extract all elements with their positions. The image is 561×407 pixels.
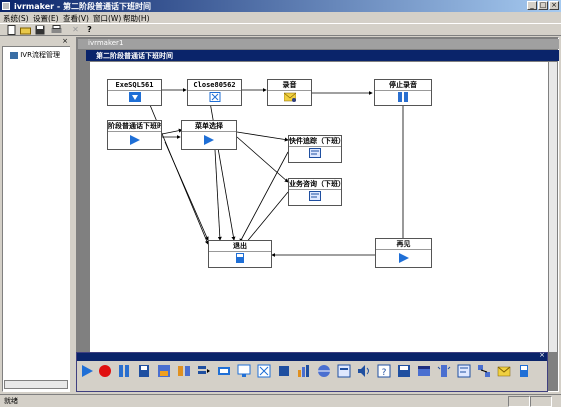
palette-mail-icon[interactable] <box>497 364 511 378</box>
node-record[interactable]: 录音 <box>267 79 312 106</box>
child-window-2-titlebar: 第二阶段普通话下班时间 <box>86 50 559 61</box>
palette-help-icon[interactable]: ? <box>377 364 391 378</box>
maximize-button[interactable]: □ <box>538 1 548 10</box>
node-exit[interactable]: 退出 <box>208 240 272 268</box>
node-bye[interactable]: 再见 <box>375 238 432 268</box>
palette-stop-icon[interactable] <box>117 364 131 378</box>
menu-settings[interactable]: 设置(E) <box>33 14 59 23</box>
node-bye-title: 再见 <box>376 239 431 250</box>
menu-play-icon <box>204 135 214 145</box>
node-business[interactable]: 业务咨询（下班） <box>288 178 342 206</box>
tree-item-ivr[interactable]: IVR流程管理 <box>10 50 70 60</box>
palette-close-icon[interactable]: × <box>539 351 545 359</box>
palette-phone-icon[interactable] <box>437 364 451 378</box>
node-close-title: Close80562 <box>188 80 241 91</box>
node-stop-record[interactable]: 停止录音 <box>374 79 432 106</box>
edge-fast-exit <box>239 151 289 243</box>
node-fast-track-title: 快件追踪（下班） <box>289 137 341 147</box>
child-window-1-titlebar: ivrmaker1 <box>78 39 559 49</box>
node-fast-track[interactable]: 快件追踪（下班） <box>288 135 342 163</box>
palette-dialog-icon[interactable] <box>337 364 351 378</box>
palette-network-icon[interactable] <box>477 364 491 378</box>
edge-biz-exit <box>244 191 289 245</box>
flow-canvas[interactable]: ExeSQL561 Close80562 录音 停止录音 阶段普通话下班时 菜单… <box>88 62 557 352</box>
status-bar: 就绪 <box>0 394 561 407</box>
palette-chart-icon[interactable] <box>297 364 311 378</box>
menu-view[interactable]: 查看(V) <box>63 14 89 23</box>
close-button[interactable]: × <box>549 1 559 10</box>
menu-system[interactable]: 系统(S) <box>3 14 29 23</box>
node-stage-title: 阶段普通话下班时 <box>108 122 161 132</box>
menu-window[interactable]: 窗口(W) <box>93 14 122 23</box>
node-close[interactable]: Close80562 <box>187 79 242 106</box>
palette-record-icon[interactable] <box>98 364 112 378</box>
tree-folder-icon <box>10 51 18 59</box>
child-window-1-title: ivrmaker1 <box>88 39 124 47</box>
tree-panel-header: × <box>2 37 70 47</box>
palette-exit-icon[interactable] <box>137 364 151 378</box>
palette-globe-icon[interactable] <box>317 364 331 378</box>
record-mail-icon <box>283 92 296 102</box>
child-window-2-title: 第二阶段普通话下班时间 <box>96 52 173 60</box>
palette-save-icon[interactable] <box>517 364 531 378</box>
panel-close-icon[interactable]: × <box>62 37 68 45</box>
palette-branch-icon[interactable] <box>177 364 191 378</box>
palette-monitor-icon[interactable] <box>237 364 251 378</box>
node-stage[interactable]: 阶段普通话下班时 <box>107 120 162 150</box>
node-exesql[interactable]: ExeSQL561 <box>107 79 162 106</box>
palette-square-icon[interactable] <box>277 364 291 378</box>
node-business-title: 业务咨询（下班） <box>289 180 341 190</box>
palette-play-icon[interactable] <box>80 364 94 378</box>
node-exesql-title: ExeSQL561 <box>108 80 161 91</box>
bye-play-icon <box>398 253 409 263</box>
edge-menu-exit <box>214 149 222 241</box>
new-file-icon[interactable] <box>6 25 17 35</box>
horizontal-scrollbar[interactable] <box>4 380 68 389</box>
menu-help[interactable]: 帮助(H) <box>123 14 150 23</box>
open-folder-icon[interactable] <box>20 25 31 35</box>
print-icon[interactable] <box>51 25 62 35</box>
node-exit-title: 退出 <box>209 241 271 252</box>
status-panel-2 <box>530 396 552 407</box>
status-panel-1 <box>508 396 530 407</box>
window-title: ivrmaker - 第二阶段普通话下班时间 <box>14 2 152 11</box>
menu-bar: 系统(S) 设置(E) 查看(V) 窗口(W) 帮助(H) <box>0 12 561 23</box>
form-icon <box>309 148 321 158</box>
minimize-button[interactable]: _ <box>527 1 537 10</box>
node-record-title: 录音 <box>268 80 311 91</box>
help-icon[interactable]: ? <box>87 25 92 34</box>
node-stop-record-title: 停止录音 <box>375 80 431 91</box>
status-text: 就绪 <box>4 397 18 405</box>
save-icon[interactable] <box>34 25 45 35</box>
close-db-icon <box>209 92 220 102</box>
sql-icon <box>128 92 141 102</box>
form-icon-2 <box>309 191 321 201</box>
edge-menu-fast <box>236 131 289 142</box>
delete-icon[interactable]: ✕ <box>72 25 79 34</box>
edge-menu-biz <box>236 136 289 183</box>
tree-item-label: IVR流程管理 <box>20 51 60 59</box>
palette-image-icon[interactable] <box>157 364 171 378</box>
palette-window-icon[interactable] <box>417 364 431 378</box>
node-menu[interactable]: 菜单选择 <box>181 120 237 150</box>
window-titlebar: ivrmaker - 第二阶段普通话下班时间 <box>0 0 561 12</box>
palette-sound-icon[interactable] <box>357 364 371 378</box>
exit-icon <box>236 253 244 263</box>
palette-close-db-icon[interactable] <box>257 364 271 378</box>
flow-connectors <box>149 88 405 257</box>
stop-icon <box>398 92 408 102</box>
palette-disk-icon[interactable] <box>397 364 411 378</box>
palette-flow-icon[interactable] <box>197 364 211 378</box>
vertical-scrollbar[interactable] <box>548 62 557 352</box>
edge-stage-menu-2 <box>161 128 183 135</box>
toolbar: ✕ ? <box>0 23 561 36</box>
palette-sql-icon[interactable] <box>217 364 231 378</box>
node-menu-title: 菜单选择 <box>182 121 236 132</box>
play-icon <box>129 135 140 145</box>
palette-header: × <box>77 351 547 361</box>
palette-form-icon[interactable] <box>457 364 471 378</box>
app-icon <box>2 2 10 10</box>
tree-panel <box>2 37 70 392</box>
svg-text:?: ? <box>382 368 387 378</box>
